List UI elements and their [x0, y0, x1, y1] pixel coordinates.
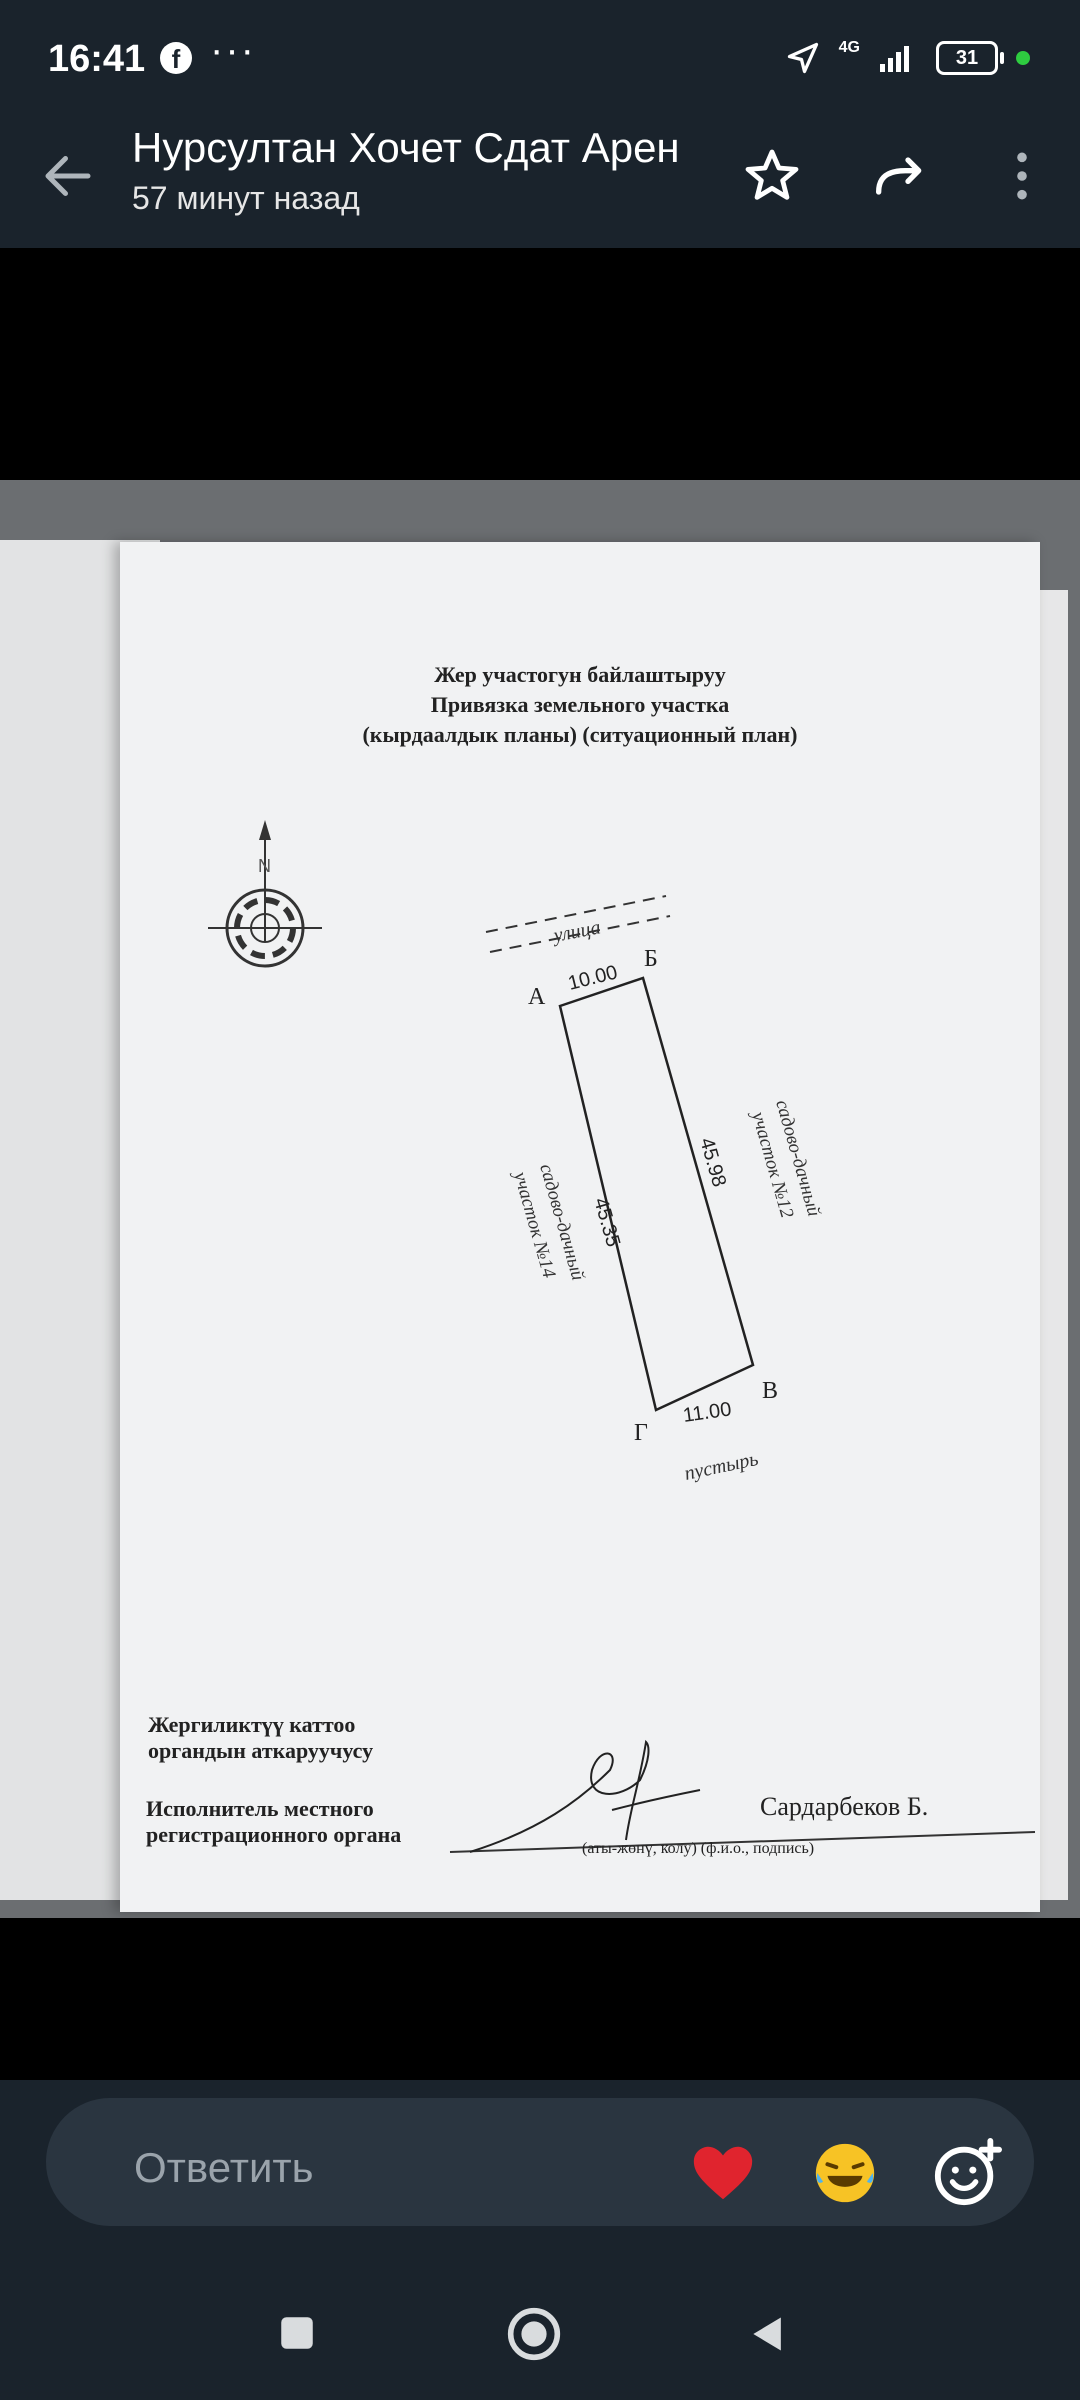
footer-ky-line-2: органдын аткаруучусу — [148, 1738, 374, 1763]
compass-north-label: N — [258, 856, 271, 876]
add-emoji-icon[interactable] — [932, 2138, 1002, 2208]
reply-placeholder: Ответить — [134, 2144, 314, 2191]
document-page — [120, 542, 1040, 1912]
heading-line-1: Жер участогун байлаштыруу — [434, 662, 726, 687]
street-label: улица — [550, 916, 603, 947]
network-type: 4G — [838, 39, 860, 56]
footer-ru-line-1: Исполнитель местного — [146, 1796, 374, 1821]
footer-ru: Исполнитель местного регистрационного ор… — [146, 1796, 401, 1848]
facebook-icon: f — [160, 42, 192, 74]
corner-g: Г — [634, 1420, 648, 1446]
forward-icon[interactable] — [868, 144, 932, 208]
heading-line-2: Привязка земельного участка — [430, 692, 730, 717]
heart-emoji[interactable] — [688, 2138, 758, 2208]
status-bar: 16:41 f ··· 4G 31 — [0, 0, 1080, 120]
star-icon[interactable] — [740, 144, 804, 208]
back-arrow-icon[interactable] — [38, 146, 98, 206]
document-photo[interactable]: Жер участогун байлаштыруу Привязка земел… — [0, 480, 1080, 1918]
more-dots-icon: ··· — [210, 28, 256, 72]
recents-button[interactable] — [276, 2312, 318, 2354]
bottom-label: пустырь — [682, 1448, 760, 1485]
home-button[interactable] — [506, 2306, 562, 2362]
status-time: 16:41 — [48, 38, 146, 80]
signature-scribble — [469, 1739, 701, 1853]
signature-caption: (аты-жөнү, колу) (ф.и.о., подпись) — [582, 1840, 815, 1857]
app-bar: Нурсултан Хочет Сдат Арен 57 минут назад — [0, 120, 1080, 248]
location-arrow-icon — [787, 42, 818, 74]
battery-level: 31 — [955, 47, 979, 69]
page-edge — [1040, 590, 1068, 1900]
signal-icon — [880, 46, 909, 72]
corner-b: Б — [644, 946, 658, 972]
signer-name: Сардарбеков Б. — [760, 1792, 929, 1821]
reply-input[interactable]: Ответить — [46, 2098, 1034, 2226]
message-time: 57 минут назад — [132, 180, 360, 216]
parcel-outline — [558, 976, 755, 1412]
status-icons: 4G 31 — [785, 38, 1030, 78]
laughing-emoji[interactable] — [810, 2138, 880, 2208]
side-left-length: 45.35 — [589, 1195, 624, 1249]
battery-icon: 31 — [936, 41, 1004, 75]
back-button[interactable] — [746, 2312, 790, 2356]
side-bottom-length: 11.00 — [682, 1398, 733, 1427]
more-vert-icon[interactable] — [990, 144, 1054, 208]
footer-ky-line-1: Жергиликтүү каттоо — [148, 1712, 356, 1737]
chat-title: Нурсултан Хочет Сдат Арен — [132, 124, 680, 171]
footer-ky: Жергиликтүү каттоо органдын аткаруучусу — [148, 1712, 373, 1764]
reply-bar: Ответить — [0, 2080, 1080, 2270]
navigation-bar — [0, 2270, 1080, 2400]
heading-line-3: (кырдаалдык планы) (ситуационный план) — [362, 722, 798, 747]
compass-icon — [208, 820, 322, 968]
privacy-indicator-dot — [1016, 51, 1030, 65]
footer-ru-line-2: регистрационного органа — [146, 1822, 402, 1847]
corner-a: А — [528, 984, 546, 1010]
document-heading: Жер участогун байлаштыруу Привязка земел… — [270, 660, 890, 750]
situation-plan: N улица А Б В Г 10.00 45.98 45.35 11.00 … — [208, 820, 1036, 1853]
corner-v: В — [762, 1378, 778, 1404]
